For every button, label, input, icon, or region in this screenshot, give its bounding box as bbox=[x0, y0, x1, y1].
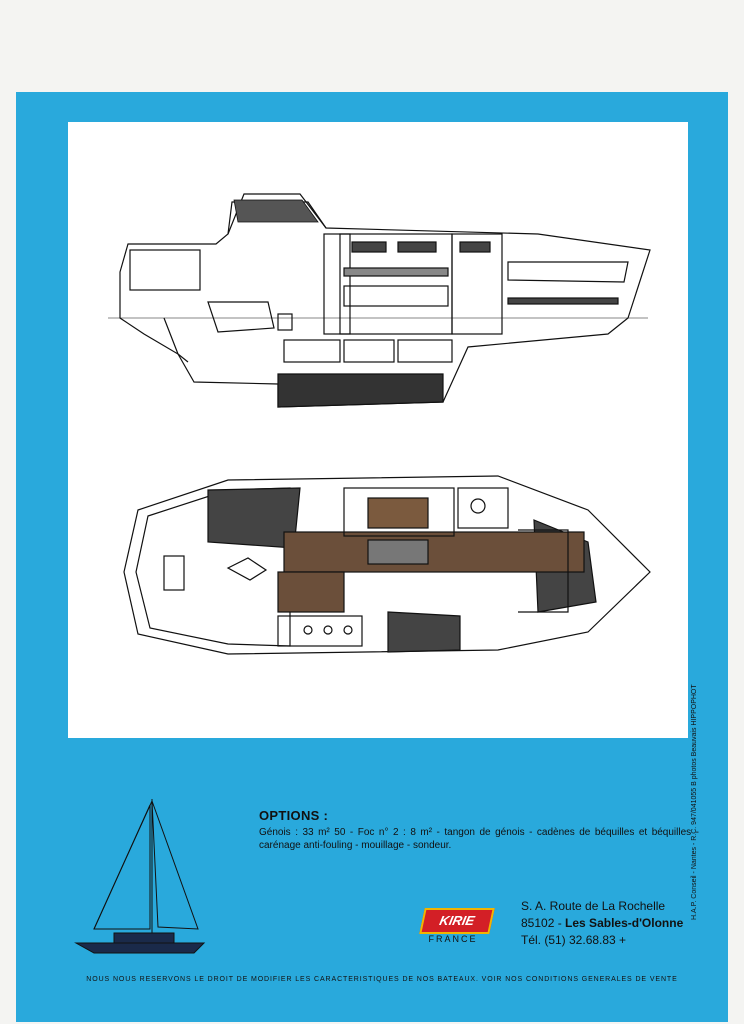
address-postcode: 85102 - bbox=[521, 916, 562, 930]
sales-disclaimer: NOUS NOUS RESERVONS LE DROIT DE MODIFIER… bbox=[86, 976, 678, 983]
plan-view-drawing bbox=[123, 475, 651, 655]
company-address: S. A. Route de La Rochelle 85102 - Les S… bbox=[521, 898, 683, 949]
address-line2: 85102 - Les Sables-d'Olonne bbox=[521, 915, 683, 932]
kirie-logo: KIRIE FRANCE bbox=[408, 904, 498, 952]
options-title: OPTIONS : bbox=[259, 808, 329, 823]
boat-plans-drawing bbox=[108, 193, 651, 655]
address-city: Les Sables-d'Olonne bbox=[565, 916, 684, 930]
sailboat-illustration bbox=[74, 799, 206, 954]
address-line1: S. A. Route de La Rochelle bbox=[521, 899, 666, 913]
boat-plans-panel bbox=[68, 122, 688, 738]
logo-country: FRANCE bbox=[428, 934, 478, 944]
print-credit: H.A.P. Conseil - Nantes - R.C. 947/04105… bbox=[691, 684, 698, 920]
logo-wordmark: KIRIE bbox=[419, 908, 495, 934]
brochure-sheet: OPTIONS : Génois : 33 m² 50 - Foc n° 2 :… bbox=[16, 92, 728, 1022]
address-phone: Tél. (51) 32.68.83 + bbox=[521, 933, 627, 947]
options-text: Génois : 33 m² 50 - Foc n° 2 : 8 m² - ta… bbox=[259, 827, 699, 851]
side-profile-drawing bbox=[108, 193, 651, 408]
